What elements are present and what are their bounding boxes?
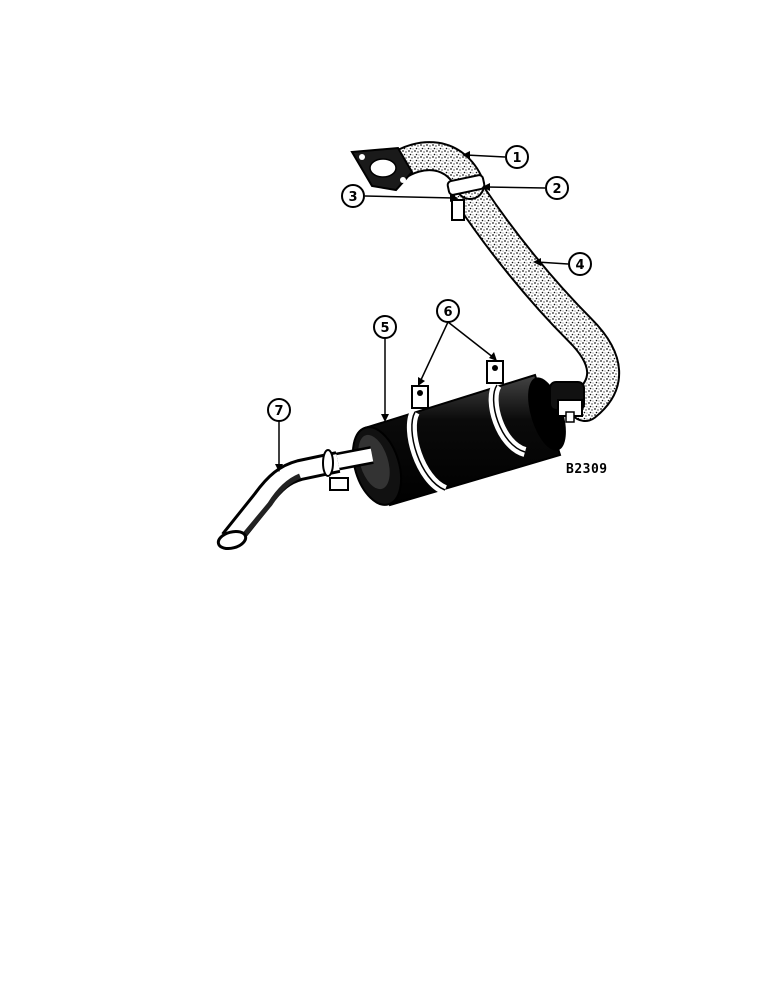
svg-text:6: 6 [443,305,452,320]
pipe-clamp [446,174,486,221]
leader-line-6b [447,321,495,359]
callout-6: 6 [436,299,460,323]
svg-text:7: 7 [274,404,283,419]
leader-line-2 [485,186,546,189]
leader-lines [278,154,569,468]
svg-text:1: 1 [512,151,521,166]
leader-line-4 [536,261,569,265]
callout-2: 2 [545,176,569,200]
svg-text:4: 4 [575,258,584,273]
leader-line-1 [465,154,506,158]
leader-arrows [275,151,541,472]
callout-4: 4 [568,252,592,276]
callout-3: 3 [341,184,365,208]
svg-text:3: 3 [348,190,357,205]
muffler [351,360,566,507]
tail-pipe [216,446,374,551]
exhaust-pipe [453,178,621,422]
leader-line-3 [364,195,455,199]
callout-7: 7 [267,398,291,422]
manifold-flange [350,146,414,192]
figure-code: B2309 [566,462,608,477]
callout-5: 5 [373,315,397,339]
svg-text:2: 2 [552,182,561,197]
callout-1: 1 [505,145,529,169]
leader-line-6a [419,321,449,383]
muffler-inlet [549,381,585,423]
svg-text:5: 5 [380,321,389,336]
